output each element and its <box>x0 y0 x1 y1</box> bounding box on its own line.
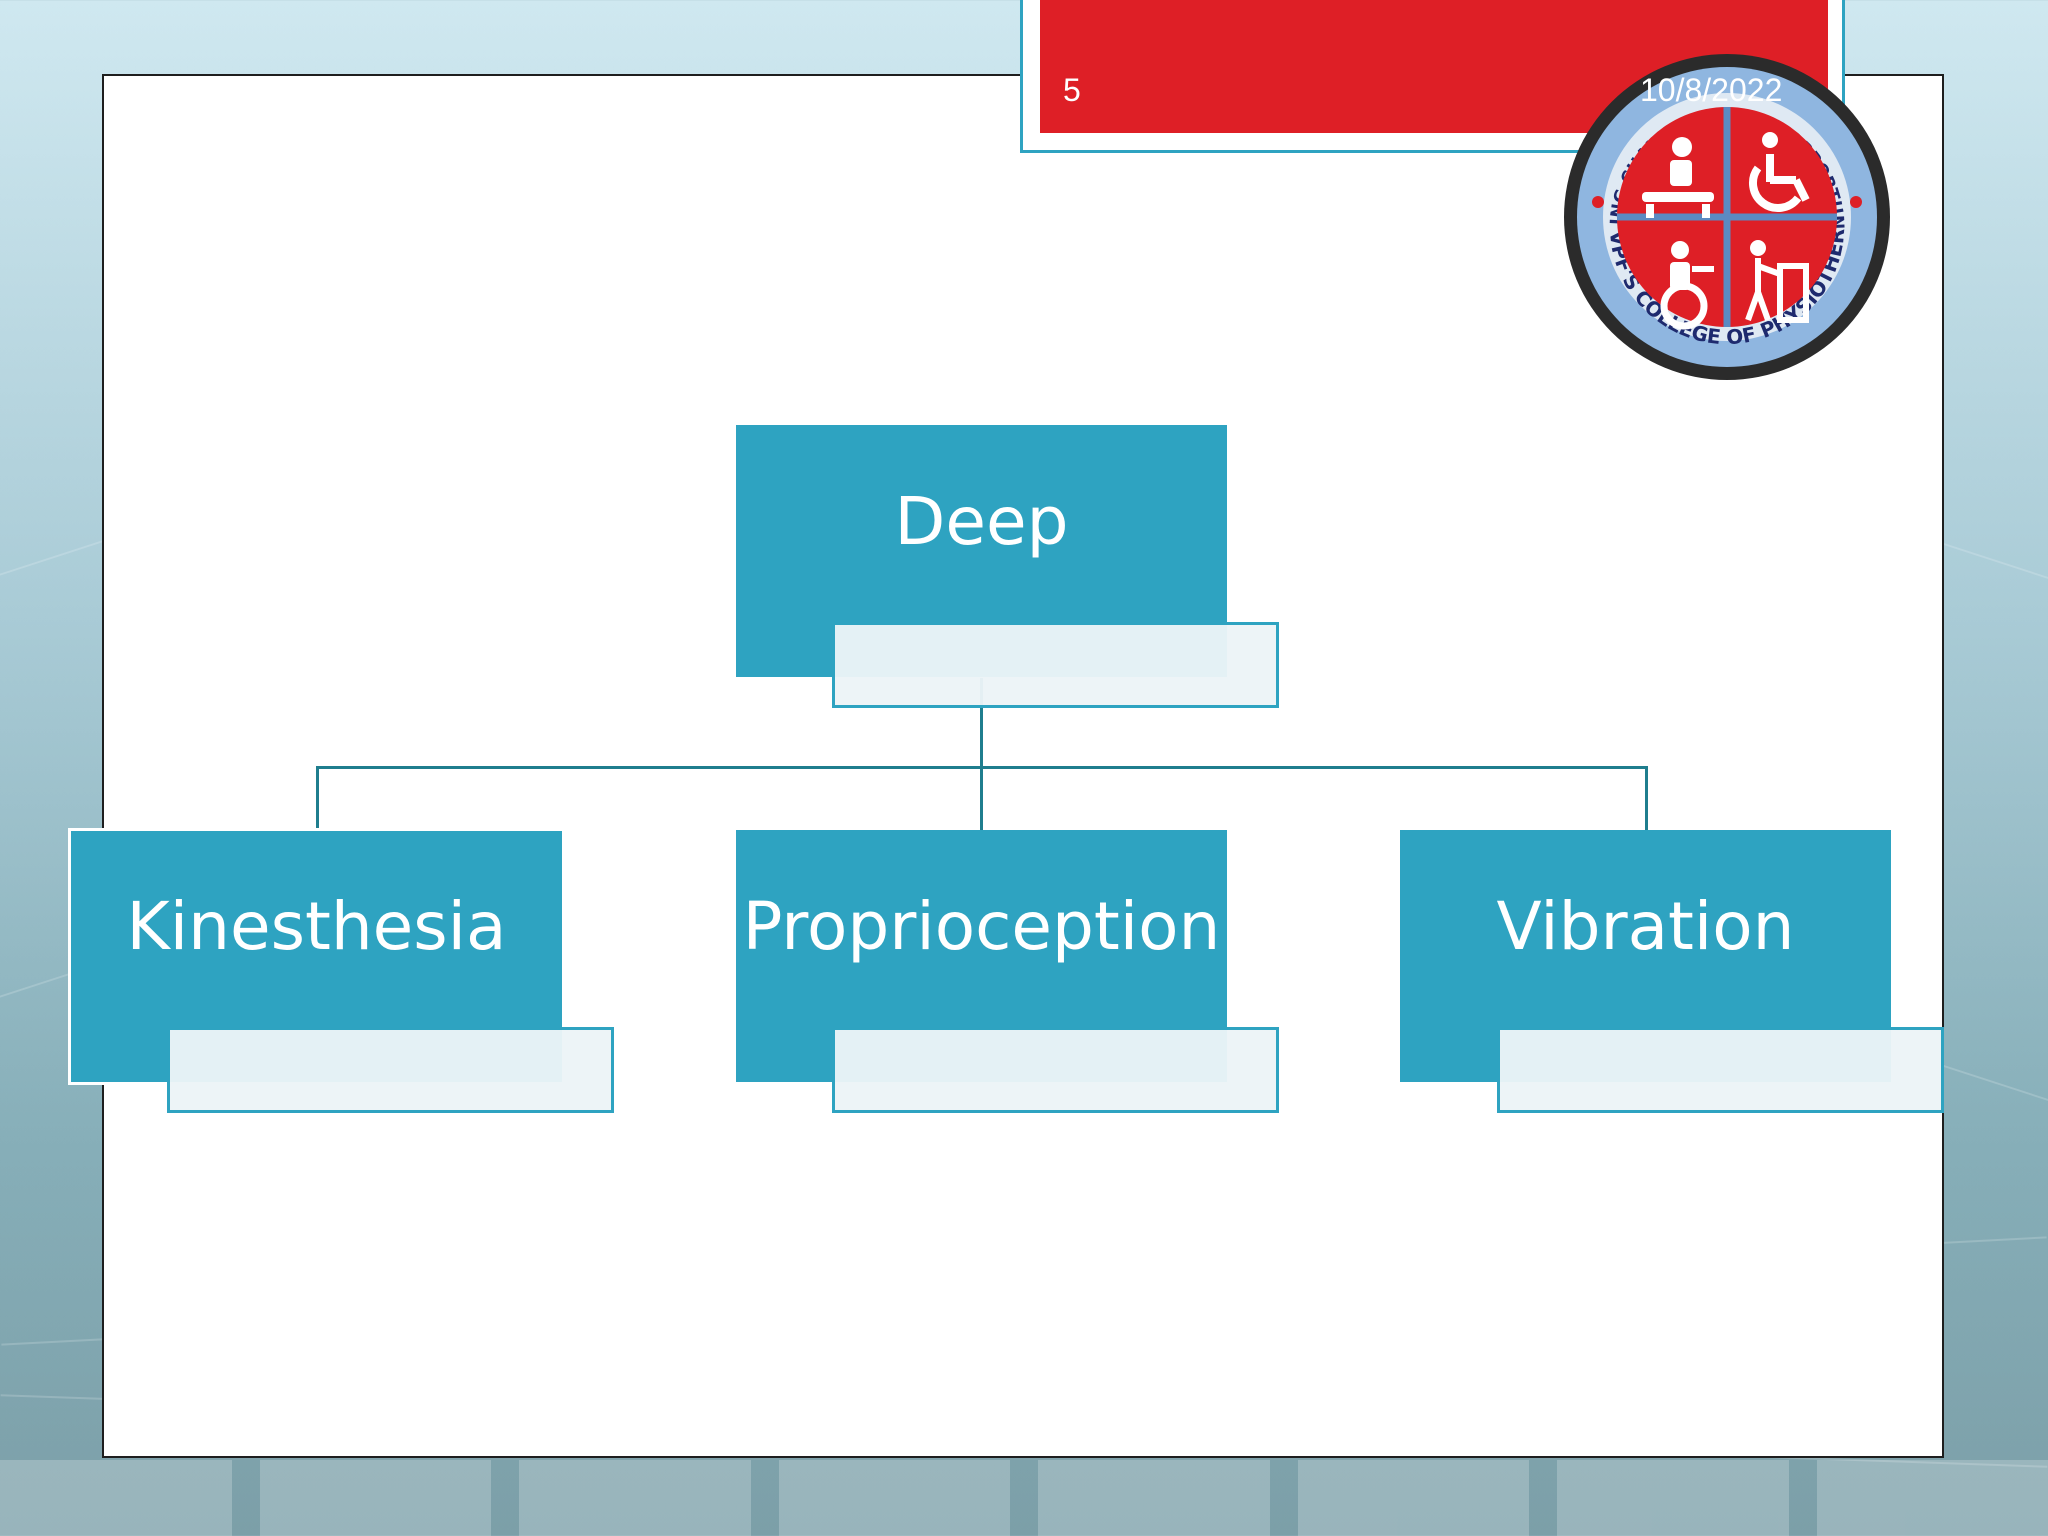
node-label: Proprioception <box>742 887 1221 965</box>
node-label: Deep <box>894 482 1069 560</box>
node-kinesthesia-accent <box>167 1027 614 1113</box>
massage-therapy-icon <box>1642 137 1714 218</box>
connector-root-stem <box>980 678 983 767</box>
background-bars <box>0 1460 2048 1536</box>
walker-icon <box>1745 240 1809 323</box>
connector-proprioception <box>980 766 983 830</box>
node-deep-accent <box>832 622 1279 708</box>
college-logo: TURNING CHALLENGES INTO OPPORTUNITIES PD… <box>1562 52 1890 380</box>
connector-vibration <box>1645 766 1648 830</box>
node-label: Vibration <box>1496 887 1795 965</box>
slide-number: 5 <box>1063 72 1081 108</box>
node-proprioception-accent <box>832 1027 1279 1113</box>
slide-date: 10/8/2022 <box>1640 72 1783 108</box>
wheelchair-icon <box>1749 132 1810 212</box>
connector-kinesthesia <box>316 766 319 830</box>
seated-exercise-icon <box>1660 241 1714 330</box>
node-vibration-accent <box>1497 1027 1944 1113</box>
node-label: Kinesthesia <box>126 888 507 965</box>
